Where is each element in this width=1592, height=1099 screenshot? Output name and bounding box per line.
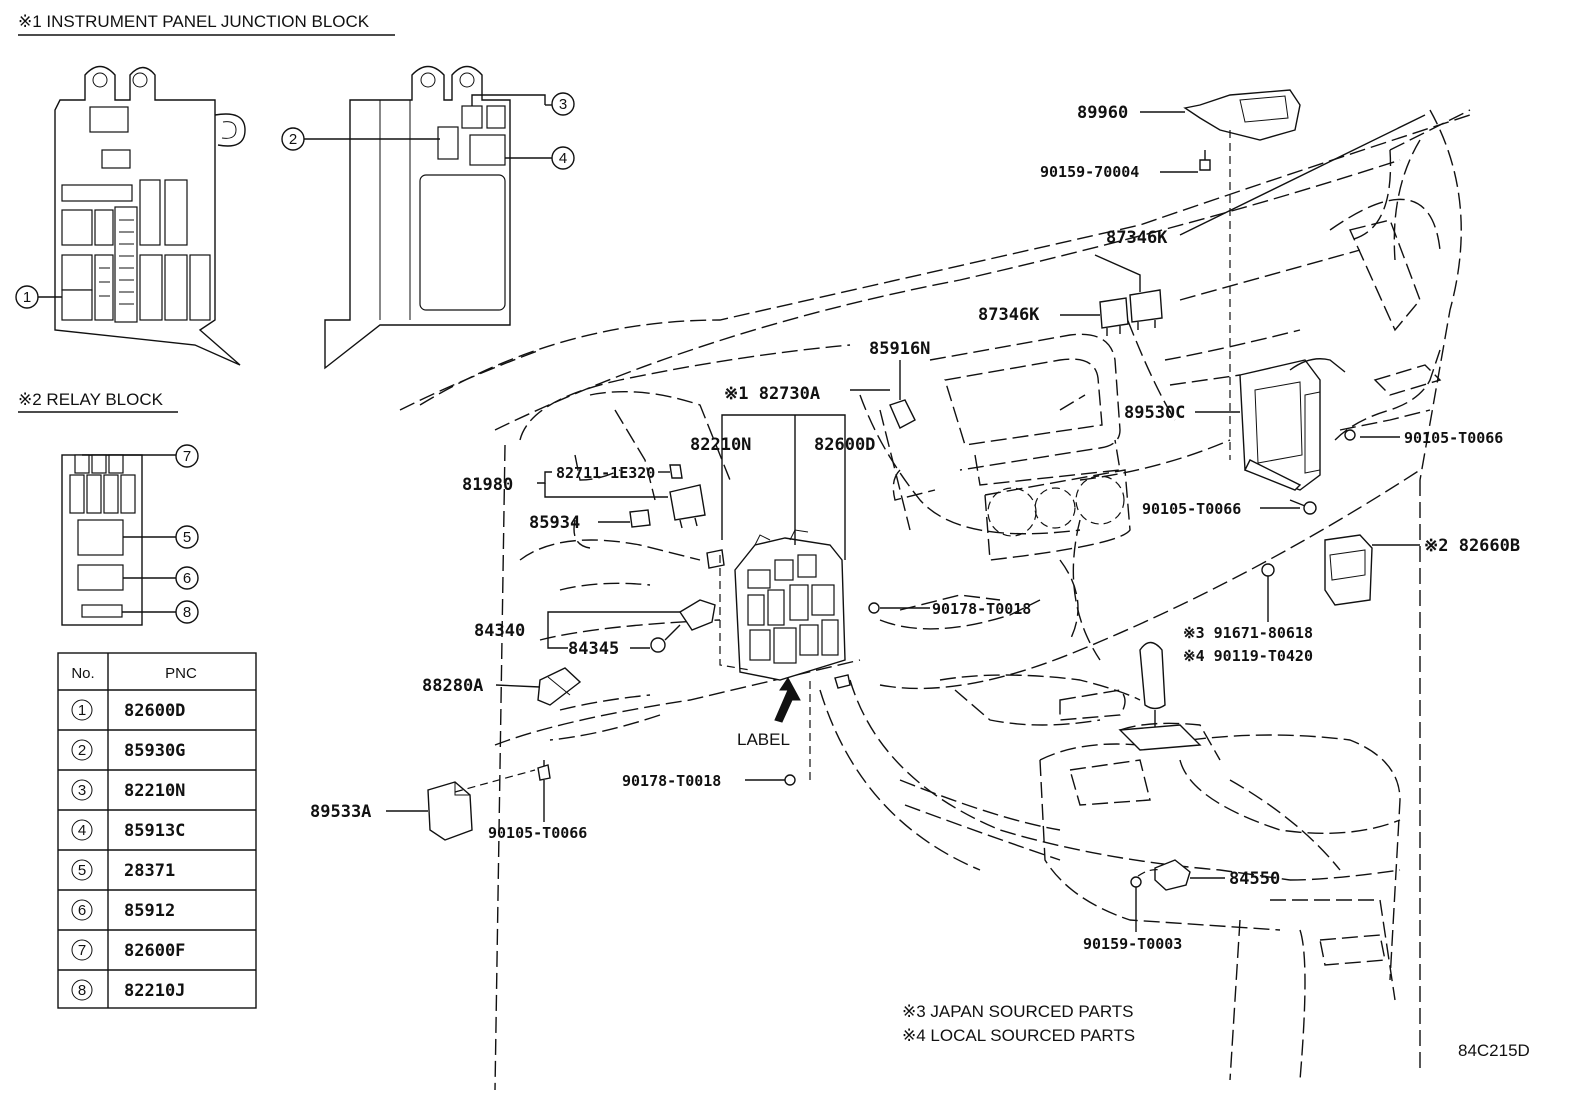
label-arrow-icon bbox=[774, 677, 801, 723]
label-90159-t0003: 90159-T0003 bbox=[1083, 935, 1182, 953]
instrument-panel-outline bbox=[399, 109, 1471, 1091]
junction-block-front-view bbox=[54, 65, 246, 366]
part-shapes bbox=[427, 89, 1373, 891]
relay-block-drawing bbox=[61, 454, 143, 626]
label-84550: 84550 bbox=[1229, 869, 1280, 889]
callout-3: 3 bbox=[559, 96, 567, 113]
label-87346k-top: 87346K bbox=[1106, 228, 1168, 248]
callout-7: 7 bbox=[183, 448, 191, 465]
table-row-3-no: 3 bbox=[78, 782, 86, 799]
callout-2: 2 bbox=[289, 131, 297, 148]
relay-block-heading: ※2 RELAY BLOCK bbox=[18, 390, 164, 409]
table-row-4-pnc: 85913C bbox=[124, 821, 185, 841]
table-row-1-pnc: 82600D bbox=[124, 701, 185, 721]
callout-1: 1 bbox=[23, 289, 31, 306]
label-84340: 84340 bbox=[474, 621, 525, 641]
label-82210n: 82210N bbox=[690, 435, 751, 455]
callout-8: 8 bbox=[183, 604, 191, 621]
table-row-4-no: 4 bbox=[78, 822, 86, 839]
label-85916n: 85916N bbox=[869, 339, 930, 359]
label-90178-t0018-top: 90178-T0018 bbox=[932, 600, 1031, 618]
junction-block-heading: ※1 INSTRUMENT PANEL JUNCTION BLOCK bbox=[18, 12, 370, 31]
label-91671-80618: ※3 91671-80618 bbox=[1183, 624, 1313, 642]
gear-shift-lever bbox=[1118, 641, 1202, 751]
table-header-pnc: PNC bbox=[165, 665, 197, 682]
part-number-labels: 89960 90159-70004 87346K 87346K 85916N ※… bbox=[310, 103, 1520, 953]
label-text: LABEL bbox=[737, 730, 790, 749]
label-89530c: 89530C bbox=[1124, 403, 1185, 423]
label-90105-t0066-mid: 90105-T0066 bbox=[1142, 500, 1241, 518]
label-90105-t0066-right: 90105-T0066 bbox=[1404, 429, 1503, 447]
table-row-2-pnc: 85930G bbox=[124, 741, 185, 761]
table-row-6-pnc: 85912 bbox=[124, 901, 175, 921]
label-90105-t0066-bottom: 90105-T0066 bbox=[488, 824, 587, 842]
table-header-no: No. bbox=[71, 665, 94, 682]
note-japan-sourced: ※3 JAPAN SOURCED PARTS bbox=[902, 1002, 1134, 1021]
callout-4: 4 bbox=[559, 150, 567, 167]
label-90178-t0018-bottom: 90178-T0018 bbox=[622, 772, 721, 790]
note-local-sourced: ※4 LOCAL SOURCED PARTS bbox=[902, 1026, 1135, 1045]
label-90119-t0420: ※4 90119-T0420 bbox=[1183, 647, 1313, 665]
callout-5: 5 bbox=[183, 529, 191, 546]
table-row-7-no: 7 bbox=[78, 942, 86, 959]
table-row-3-pnc: 82210N bbox=[124, 781, 185, 801]
table-row-8-pnc: 82210J bbox=[124, 981, 185, 1001]
pnc-table: No. PNC 1 82600D 2 85930G 3 82210N 4 859… bbox=[57, 652, 257, 1009]
table-row-2-no: 2 bbox=[78, 742, 86, 759]
figure-code: 84C215D bbox=[1458, 1041, 1530, 1060]
label-84345: 84345 bbox=[568, 639, 619, 659]
detail-callouts: 1 2 3 4 5 6 7 8 bbox=[15, 92, 575, 624]
label-85934: 85934 bbox=[529, 513, 580, 533]
label-82711-1e320: 82711-1E320 bbox=[556, 464, 655, 482]
table-row-1-no: 1 bbox=[78, 702, 86, 719]
leader-lines bbox=[386, 111, 1426, 932]
label-82730a: ※1 82730A bbox=[724, 384, 820, 404]
table-row-5-no: 5 bbox=[78, 862, 86, 879]
callout-6: 6 bbox=[183, 570, 191, 587]
label-90159-70004: 90159-70004 bbox=[1040, 163, 1139, 181]
table-row-8-no: 8 bbox=[78, 982, 86, 999]
label-87346k-left: 87346K bbox=[978, 305, 1040, 325]
label-82660b: ※2 82660B bbox=[1424, 536, 1520, 556]
label-89533a: 89533A bbox=[310, 802, 371, 822]
junction-block-side-view bbox=[324, 65, 511, 370]
label-89960: 89960 bbox=[1077, 103, 1128, 123]
table-row-5-pnc: 28371 bbox=[124, 861, 175, 881]
label-82600d: 82600D bbox=[814, 435, 875, 455]
label-81980: 81980 bbox=[462, 475, 513, 495]
table-row-6-no: 6 bbox=[78, 902, 86, 919]
label-88280a: 88280A bbox=[422, 676, 483, 696]
table-row-7-pnc: 82600F bbox=[124, 941, 185, 961]
